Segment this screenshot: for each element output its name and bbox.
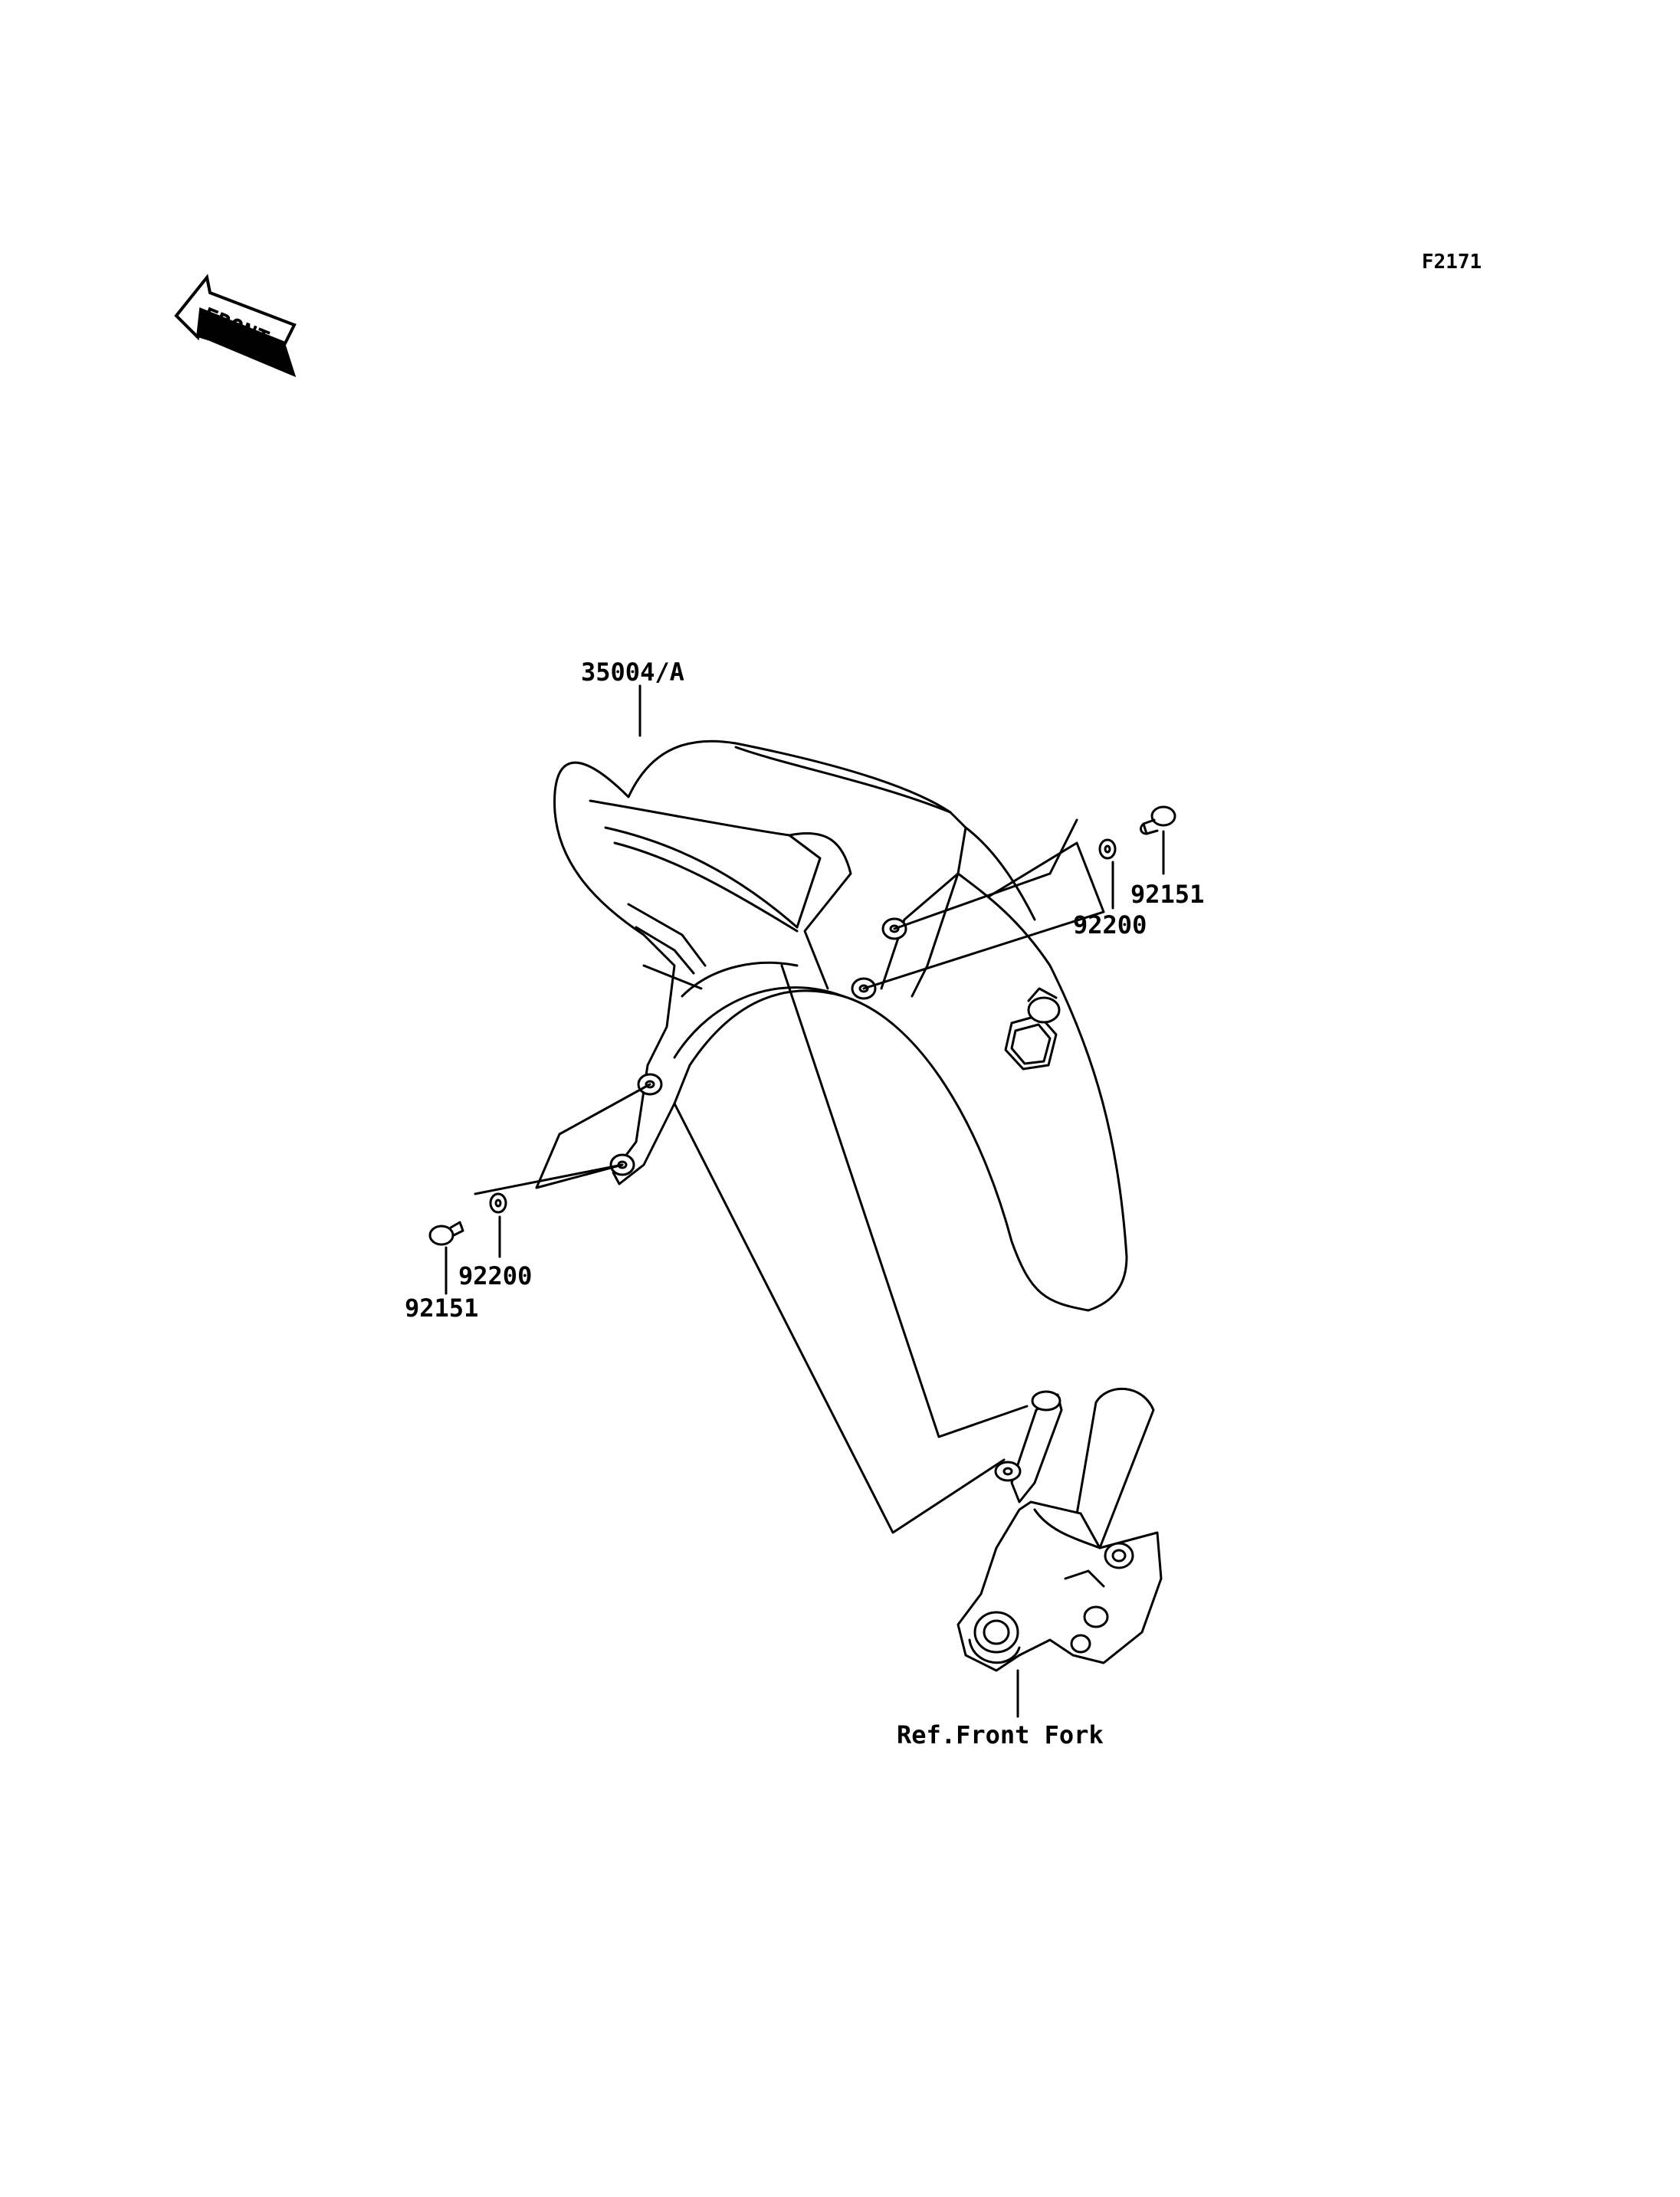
callout-fender: 35004/A: [581, 657, 684, 687]
callout-washer-right: 92200: [1073, 910, 1147, 939]
callout-bolt-right: 92151: [1130, 880, 1204, 909]
assembly-lines: [474, 818, 1105, 1534]
washer-left-icon: [489, 1192, 507, 1214]
washer-right-icon: [1098, 838, 1117, 860]
front-arrow-icon: FRONT: [174, 274, 297, 377]
callout-bolt-left: 92151: [405, 1294, 478, 1323]
callout-washer-left: 92200: [458, 1261, 532, 1290]
front-fork-lower: [956, 1387, 1163, 1672]
figure-id: F2171: [1422, 251, 1481, 274]
front-fender: [553, 739, 1128, 1312]
bolt-left-icon: [428, 1221, 464, 1246]
callout-ref-fork: Ref.Front Fork: [897, 1720, 1104, 1749]
bolt-right-icon: [1140, 805, 1176, 835]
